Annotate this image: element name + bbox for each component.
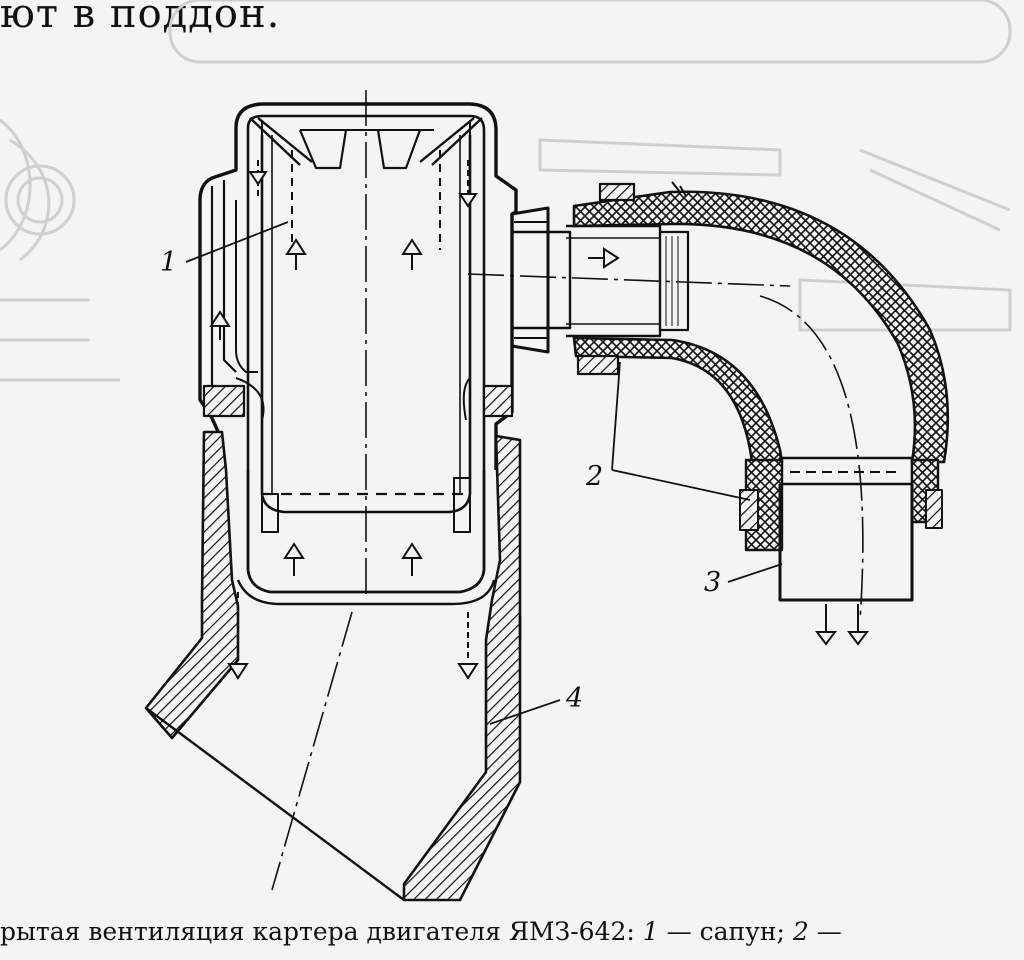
caption-item-2-number: 2 — [792, 917, 809, 946]
leader-4 — [489, 699, 561, 725]
figure-caption: рытая вентиляция картера двигателя ЯМЗ-6… — [0, 912, 842, 952]
breather-housing — [198, 102, 518, 606]
caption-item-2-text: — — [808, 917, 842, 946]
caption-item-1-number: 1 — [642, 917, 659, 946]
callout-3: 3 — [704, 567, 722, 598]
callout-1: 1 — [160, 247, 178, 278]
leader-2b — [611, 469, 751, 501]
leader-lines — [185, 221, 783, 725]
callout-4: 4 — [566, 683, 584, 714]
caption-lead: рытая вентиляция картера двигателя ЯМЗ-6… — [0, 917, 643, 946]
bleed-through-background — [0, 0, 1012, 382]
outlet-elbow — [510, 181, 950, 602]
lower-casing — [144, 430, 522, 902]
caption-item-1-text: — сапун; — [658, 917, 793, 946]
top-text-fragment: ют в поддон. — [0, 0, 281, 37]
leader-1 — [185, 221, 289, 263]
leader-3 — [727, 563, 783, 583]
leader-2a — [611, 361, 621, 471]
callout-2: 2 — [586, 461, 604, 492]
center-lines — [271, 90, 864, 891]
flow-arrows — [209, 150, 869, 680]
